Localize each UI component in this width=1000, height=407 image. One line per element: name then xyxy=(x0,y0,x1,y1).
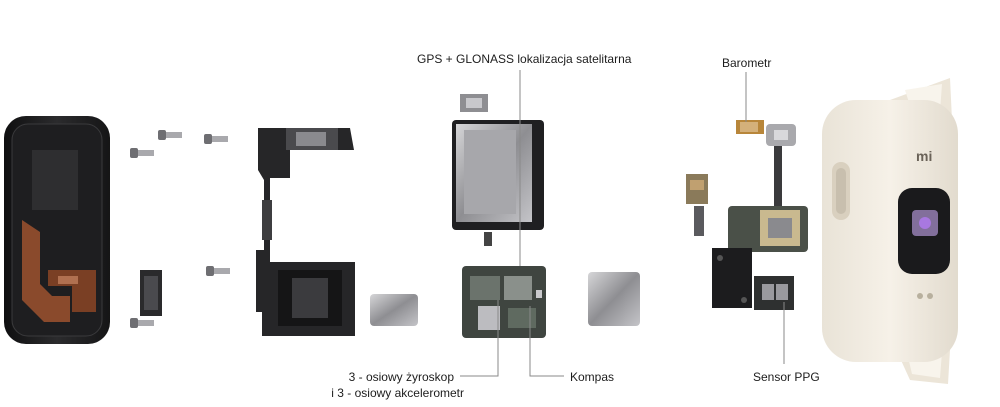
barometer-assembly xyxy=(736,120,796,206)
brand-logo: mi xyxy=(916,148,933,164)
gyro-leader xyxy=(460,300,499,377)
screw-4 xyxy=(206,266,230,276)
screw-1 xyxy=(130,148,154,158)
screw-5 xyxy=(130,318,154,328)
leader-lines xyxy=(460,70,785,377)
main-pcb xyxy=(462,266,546,338)
compass-leader xyxy=(529,306,564,377)
gps-label: GPS + GLONASS lokalizacja satelitarna xyxy=(417,52,632,66)
barometer-label: Barometr xyxy=(722,56,772,70)
gps-module xyxy=(452,120,544,246)
compass-label: Kompas xyxy=(570,370,615,384)
back-case xyxy=(4,116,110,344)
watch-body xyxy=(822,78,958,384)
screw-2 xyxy=(158,130,182,140)
ppg-label: Sensor PPG xyxy=(753,370,820,384)
compass-shield xyxy=(588,272,640,326)
shield-small xyxy=(370,294,418,326)
ppg-board xyxy=(712,206,808,310)
gyro-label-line2: i 3 - osiowy akcelerometr xyxy=(331,386,464,400)
screw-3 xyxy=(204,134,228,144)
small-flex xyxy=(686,174,708,236)
inner-frame xyxy=(256,128,355,336)
side-bracket xyxy=(140,270,162,316)
gyro-label-line1: 3 - osiowy żyroskop xyxy=(348,370,454,384)
top-connector xyxy=(460,94,488,112)
